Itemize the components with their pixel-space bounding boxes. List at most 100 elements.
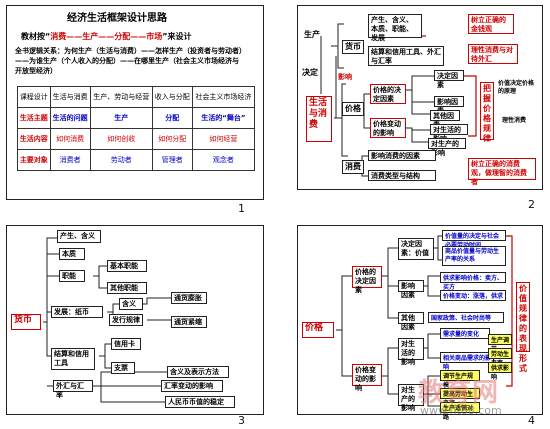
slide3-node-rmb-stable: 人民币币值的稳定 xyxy=(165,396,235,408)
slide4-small-2: 劳动生产率 xyxy=(488,348,512,367)
table-header-cell: 收入与分配 xyxy=(151,86,193,108)
slide4-node-b1b: 相关商品需求的影响 xyxy=(440,352,494,371)
slide1-line1: 教材按“消费——生产——分配——市场”来设计 xyxy=(21,32,192,41)
table-cell: 如何分配 xyxy=(151,128,193,150)
slide4-node-a3a: 国家政策、社会时尚等 xyxy=(428,312,504,323)
table-cell: 生活的“舞台” xyxy=(191,107,256,129)
table-cell: 生活内容 xyxy=(17,128,51,150)
slide-3: 货币 产生、含义 本质 职能 基本职能 其他职能 发展：纸币 含义 发行规律 通… xyxy=(6,225,264,415)
slide3-node-basic-function: 基本职能 xyxy=(107,260,147,272)
table-cell: 生产 xyxy=(89,107,153,129)
slide2-cons-a: 影响消费的因素 xyxy=(368,150,436,161)
slide3-node-credit-card: 信用卡 xyxy=(111,338,141,350)
slide3-node-other-function: 其他职能 xyxy=(107,282,147,294)
slide2-price-b: 价格变动的影响 xyxy=(370,118,406,138)
slide3-node-deflation: 通货紧缩 xyxy=(171,316,207,328)
slide-2: 生产 决定 生活与消费 货币 产生、含义、本质、职能、发展 树立正确的金钱观 结… xyxy=(297,5,543,190)
slide3-node-cheque: 支票 xyxy=(111,362,135,374)
slide3-node-forex-meaning: 含义及表示方法 xyxy=(167,366,229,378)
page-number-2: 2 xyxy=(528,198,535,211)
table-header-cell: 生产、劳动与经营 xyxy=(89,86,153,108)
table-cell: 如何经营 xyxy=(191,128,256,150)
slide4-center-node: 价格 xyxy=(302,322,334,338)
slide2-price-a2: 影响因素 xyxy=(434,96,464,115)
slide2-cons-note: 树立正确的消费观，做理智的消费者 xyxy=(468,158,536,186)
slide2-money-top-note: 树立正确的金钱观 xyxy=(468,14,514,34)
table-row: 生活主题 生活的问题 生产 分配 生活的“舞台” xyxy=(17,107,256,129)
slide3-node-credit-tools: 结算和信用工具 xyxy=(51,348,95,370)
slide4-node-b2: 对生产的影响 xyxy=(398,384,424,412)
table-row: 生活内容 如何消费 如何创收 如何分配 如何经营 xyxy=(17,128,256,150)
slide2-price-node: 价格 xyxy=(342,102,364,116)
watermark-brand: 教育网 xyxy=(418,378,500,408)
slide2-main-node: 生活与消费 xyxy=(306,96,332,142)
slide4-connectors xyxy=(336,235,513,407)
slide2-cons-node: 消费 xyxy=(342,160,364,174)
slide3-center-node: 货币 xyxy=(11,314,41,330)
slide2-price-b2: 对生产的影响 xyxy=(428,138,466,157)
slide2-left-top: 生产 xyxy=(304,30,320,39)
slide4-node-b2a: 调节生产规模 xyxy=(440,370,480,389)
slide1-line2: 全书逻辑关系：为何生产（生活与消费）——怎样生产（投资者与劳动者）——为谁生产（… xyxy=(15,47,243,75)
slide2-price-a1: 决定因素 xyxy=(434,70,464,89)
table-cell: 生活的问题 xyxy=(49,107,91,129)
table-header-cell: 课程设计 xyxy=(17,86,51,108)
slide1-title: 经济生活框架设计思路 xyxy=(67,13,167,24)
slide4-node-a2b: 价格变动：涨落，供求 xyxy=(440,290,506,301)
slide4-node-a2: 影响因素 xyxy=(398,280,424,299)
slide2-price-a3: 其他因素 xyxy=(430,110,460,129)
table-cell: 观念者 xyxy=(191,149,256,171)
slide3-node-paper-money: 发展：纸币 xyxy=(51,306,103,318)
table-cell: 如何创收 xyxy=(89,128,153,150)
page-number-4: 4 xyxy=(528,414,535,427)
page-number-1: 1 xyxy=(238,202,245,215)
slide3-node-rate-impact: 汇率变动的影响 xyxy=(161,380,223,392)
slide4-node-a1: 决定因素：价值 xyxy=(398,238,434,260)
slide2-price-a: 价格的决定因素 xyxy=(370,84,406,104)
table-row: 主要对象 消费者 劳动者 管理者 观念者 xyxy=(17,149,256,171)
slide2-money-top: 产生、含义、本质、职能、发展 xyxy=(368,14,422,42)
table-header-cell: 社会主义市场经济 xyxy=(191,86,256,108)
table-header-row: 课程设计 生活与消费 生产、劳动与经营 收入与分配 社会主义市场经济 xyxy=(17,86,256,108)
slide2-money-bot-note: 理性消费与对待外汇 xyxy=(468,44,518,64)
slide4-node-a1a: 价值量的决定与社会必要劳动时间 xyxy=(442,230,506,249)
page-number-3: 3 xyxy=(238,414,245,427)
table-cell: 消费者 xyxy=(49,149,91,171)
slide2-price-b1: 对生活的影响 xyxy=(430,124,468,143)
slide4-node-a2a: 供求影响价格：卖方、买方 xyxy=(440,272,506,291)
slide4-node-a1-label: 决定因素：价值 xyxy=(401,240,429,257)
slide2-cons-b: 消费类型与结构 xyxy=(368,170,436,181)
slide4-node-b1a: 需求量的变化 xyxy=(440,328,490,339)
slide3-node-forex: 外汇与汇率 xyxy=(53,380,93,399)
table-cell: 劳动者 xyxy=(89,149,153,171)
slide3-node-function: 职能 xyxy=(59,270,85,282)
table-cell: 生活主题 xyxy=(17,107,51,129)
slide4-node-b2c: 生产适销对路 xyxy=(440,402,480,421)
watermark-url: www.ht88.com xyxy=(420,404,502,417)
slide-1: 经济生活框架设计思路 教材按“消费——生产——分配——市场”来设计 全书逻辑关系… xyxy=(6,5,264,200)
slide3-node-nature: 本质 xyxy=(59,248,85,260)
slide4-node-a1b: 商品价值量与劳动生产率的关系 xyxy=(442,246,506,266)
slide2-side-note1: 价值决定价格的原理 xyxy=(498,80,535,95)
slide2-left-mid: 决定 xyxy=(302,68,318,77)
slide2-money-node: 货币 xyxy=(342,40,364,54)
table-cell: 主要对象 xyxy=(17,149,51,171)
slide1-table: 课程设计 生活与消费 生产、劳动与经营 收入与分配 社会主义市场经济 生活主题 … xyxy=(17,86,256,171)
slide4-node-b1: 对生活的影响 xyxy=(398,338,424,366)
slide-4: 价格 价格的决定因素 决定因素：价值 价值量的决定与社会必要劳动时间 商品价值量… xyxy=(297,225,543,421)
slide3-node-inflation: 通货膨胀 xyxy=(171,292,207,304)
slide2-side-red: 把握价格规律 xyxy=(480,82,494,143)
table-header-cell: 生活与消费 xyxy=(49,86,91,108)
slide3-top-node: 产生、含义 xyxy=(57,230,101,243)
slide2-affect-label: 影响 xyxy=(338,73,352,81)
table-cell: 管理者 xyxy=(151,149,193,171)
slide4-node-a3: 其他因素 xyxy=(398,312,424,331)
slide4-small-3: 供求影响 xyxy=(488,362,512,381)
slide4-side-red: 价值规律的表现形式 xyxy=(516,282,530,373)
table-cell: 分配 xyxy=(151,107,193,129)
table-cell: 如何消费 xyxy=(49,128,91,150)
slide4-node-b: 价格变动的影响 xyxy=(352,364,382,392)
slide3-node-meaning: 含义 xyxy=(119,298,143,310)
slide2-side-note2: 理性消费 xyxy=(502,117,527,124)
slide2-money-bot: 结算和信用工具、外汇与汇率 xyxy=(368,46,444,66)
